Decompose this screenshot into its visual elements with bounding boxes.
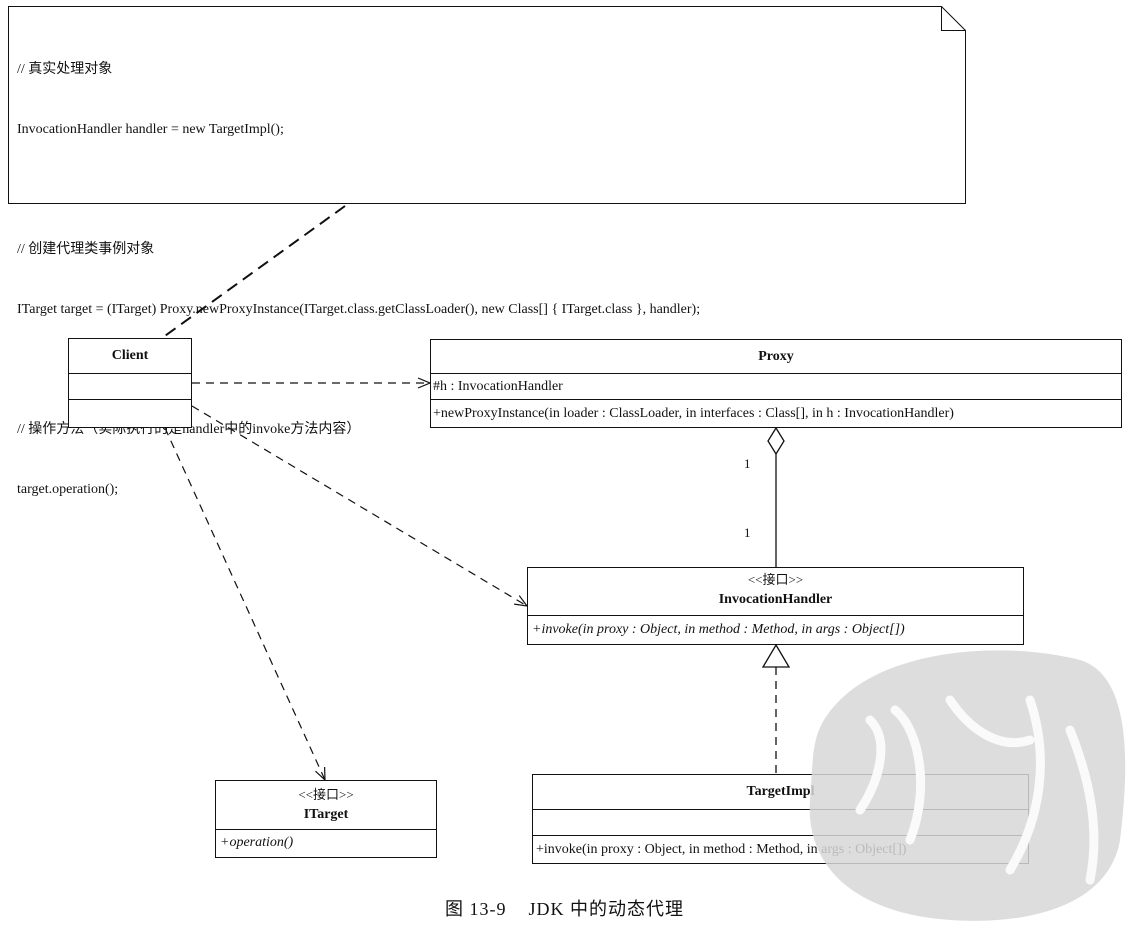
proxy-operation: +newProxyInstance(in loader : ClassLoade…	[431, 399, 1121, 427]
itarget-operation: +operation()	[216, 829, 436, 856]
targetimpl-attributes	[533, 809, 1028, 835]
note-line: // 真实处理对象	[17, 62, 113, 77]
aggregation-diamond	[767, 426, 785, 456]
figure-number: 图 13-9	[444, 899, 507, 919]
note-line: InvocationHandler handler = new TargetIm…	[17, 122, 284, 137]
code-note: // 真实处理对象 InvocationHandler handler = ne…	[8, 6, 966, 497]
itarget-interface: <<接口>> ITarget +operation()	[215, 780, 437, 858]
dependency-client-itarget	[164, 427, 325, 780]
targetimpl-operation: +invoke(in proxy : Object, in method : M…	[533, 835, 1028, 863]
client-class-name: Client	[111, 348, 149, 363]
multiplicity-proxy-end: 1	[744, 456, 751, 471]
invocationhandler-operation: +invoke(in proxy : Object, in method : M…	[528, 615, 1023, 643]
itarget-stereotype: <<接口>>	[298, 787, 354, 802]
dependency-client-invocationhandler	[191, 405, 527, 606]
proxy-class-name: Proxy	[758, 349, 794, 364]
watermark-seal	[809, 650, 1126, 921]
note-frame	[8, 6, 966, 204]
figure-caption: 图 13-9 JDK 中的动态代理	[0, 895, 1129, 921]
realization-triangle	[761, 643, 791, 668]
invocationhandler-stereotype: <<接口>>	[747, 572, 804, 587]
multiplicity-handler-end: 1	[744, 525, 751, 540]
figure-title: JDK 中的动态代理	[528, 899, 684, 919]
proxy-attribute: #h : InvocationHandler	[431, 373, 1121, 399]
note-line: // 创建代理类事例对象	[17, 242, 155, 257]
invocationhandler-interface: <<接口>> InvocationHandler +invoke(in prox…	[527, 567, 1024, 645]
note-line: ITarget target = (ITarget) Proxy.newProx…	[17, 302, 701, 317]
client-attributes	[69, 373, 191, 399]
invocationhandler-name: InvocationHandler	[718, 592, 833, 607]
proxy-class: Proxy #h : InvocationHandler +newProxyIn…	[430, 339, 1122, 428]
targetimpl-name: TargetImpl	[746, 784, 815, 799]
client-class: Client	[68, 338, 192, 428]
itarget-name: ITarget	[303, 807, 349, 822]
client-operations	[69, 399, 191, 427]
note-line: target.operation();	[17, 482, 119, 497]
note-code: // 真实处理对象 InvocationHandler handler = ne…	[17, 20, 700, 540]
note-line	[17, 180, 700, 200]
